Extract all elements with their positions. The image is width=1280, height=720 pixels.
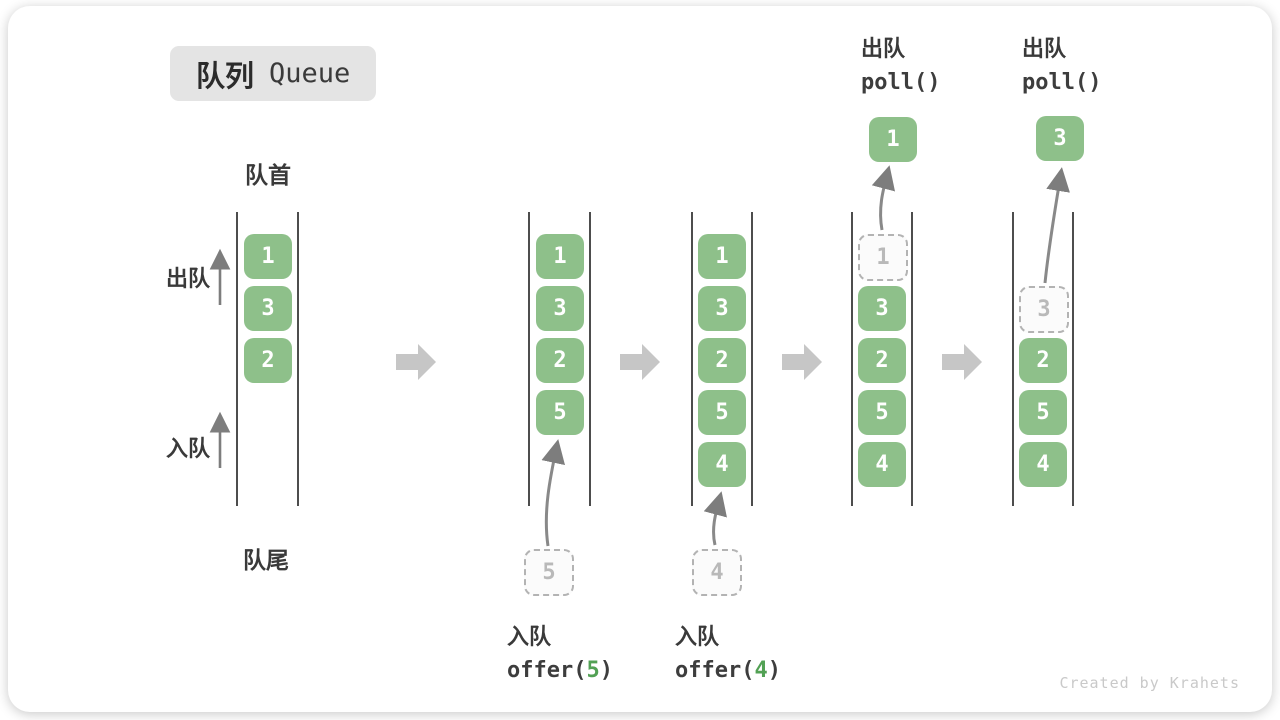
queue-cell: 2 xyxy=(536,338,584,383)
title-badge: 队列 Queue xyxy=(170,46,377,101)
queue-wall xyxy=(236,212,238,506)
dequeue-arrow-icon xyxy=(1043,167,1070,284)
offer-operation-label: 入队 offer(4) xyxy=(675,619,781,683)
dequeue-op-label: 出队 xyxy=(861,37,906,62)
queue-cell: 3 xyxy=(244,286,292,331)
title-en: Queue xyxy=(269,58,351,89)
offer-code-prefix: offer( xyxy=(507,658,587,683)
queue-wall xyxy=(528,212,530,506)
poll-code: poll() xyxy=(1022,70,1102,95)
queue-cell: 5 xyxy=(1019,390,1067,435)
offer-code-suffix: ) xyxy=(767,658,781,683)
poll-operation-label: 出队 poll() xyxy=(861,31,940,95)
offer-operation-label: 入队 offer(5) xyxy=(507,619,613,683)
enqueue-op-label: 入队 xyxy=(507,625,552,650)
queue-cell: 3 xyxy=(858,286,906,331)
queue-wall xyxy=(911,212,913,506)
queue-cell: 5 xyxy=(858,390,906,435)
queue-cell: 3 xyxy=(536,286,584,331)
queue-cell: 2 xyxy=(1019,338,1067,383)
enqueue-op-label: 入队 xyxy=(675,625,720,650)
offer-code-prefix: offer( xyxy=(675,658,755,683)
incoming-cell: 5 xyxy=(524,549,574,596)
enqueue-arrow-icon xyxy=(703,491,727,546)
poll-code: poll() xyxy=(861,70,941,95)
next-state-arrow-icon xyxy=(782,344,822,380)
next-state-arrow-icon xyxy=(396,344,436,380)
next-state-arrow-icon xyxy=(620,344,660,380)
offer-arg: 5 xyxy=(586,658,600,683)
queue-wall xyxy=(589,212,591,506)
queue-rear-label: 队尾 xyxy=(243,548,289,574)
queue-wall xyxy=(1072,212,1074,506)
queue-cell: 3 xyxy=(698,286,746,331)
queue-cell: 4 xyxy=(858,442,906,487)
queue-cell: 2 xyxy=(698,338,746,383)
polled-cell-ghost: 1 xyxy=(858,234,908,281)
title-zh: 队列 xyxy=(196,58,255,93)
queue-cell: 4 xyxy=(1019,442,1067,487)
queue-cell: 2 xyxy=(858,338,906,383)
dequeue-op-label: 出队 xyxy=(1022,37,1067,62)
queue-wall xyxy=(851,212,853,506)
next-state-arrow-icon xyxy=(942,344,982,380)
queue-wall xyxy=(691,212,693,506)
queue-cell: 2 xyxy=(244,338,292,383)
incoming-cell: 4 xyxy=(692,549,742,596)
outgoing-cell: 3 xyxy=(1036,116,1084,161)
queue-cell: 1 xyxy=(698,234,746,279)
offer-code-suffix: ) xyxy=(599,658,613,683)
queue-cell: 4 xyxy=(698,442,746,487)
queue-cell: 5 xyxy=(698,390,746,435)
dequeue-side-label: 出队 xyxy=(166,267,211,292)
offer-code: offer(5) xyxy=(507,658,613,683)
queue-wall xyxy=(297,212,299,506)
queue-cell: 1 xyxy=(244,234,292,279)
dequeue-arrow-icon xyxy=(871,165,896,231)
outgoing-cell: 1 xyxy=(869,117,917,162)
polled-cell-ghost: 3 xyxy=(1019,286,1069,333)
enqueue-arrow-icon xyxy=(541,439,566,547)
queue-front-label: 队首 xyxy=(245,163,291,189)
queue-cell: 5 xyxy=(536,390,584,435)
offer-code: offer(4) xyxy=(675,658,781,683)
poll-operation-label: 出队 poll() xyxy=(1022,31,1101,95)
queue-wall xyxy=(1012,212,1014,506)
enqueue-side-label: 入队 xyxy=(166,437,211,462)
watermark: Created by Krahets xyxy=(1059,674,1240,692)
offer-arg: 4 xyxy=(754,658,768,683)
queue-cell: 1 xyxy=(536,234,584,279)
queue-wall xyxy=(751,212,753,506)
